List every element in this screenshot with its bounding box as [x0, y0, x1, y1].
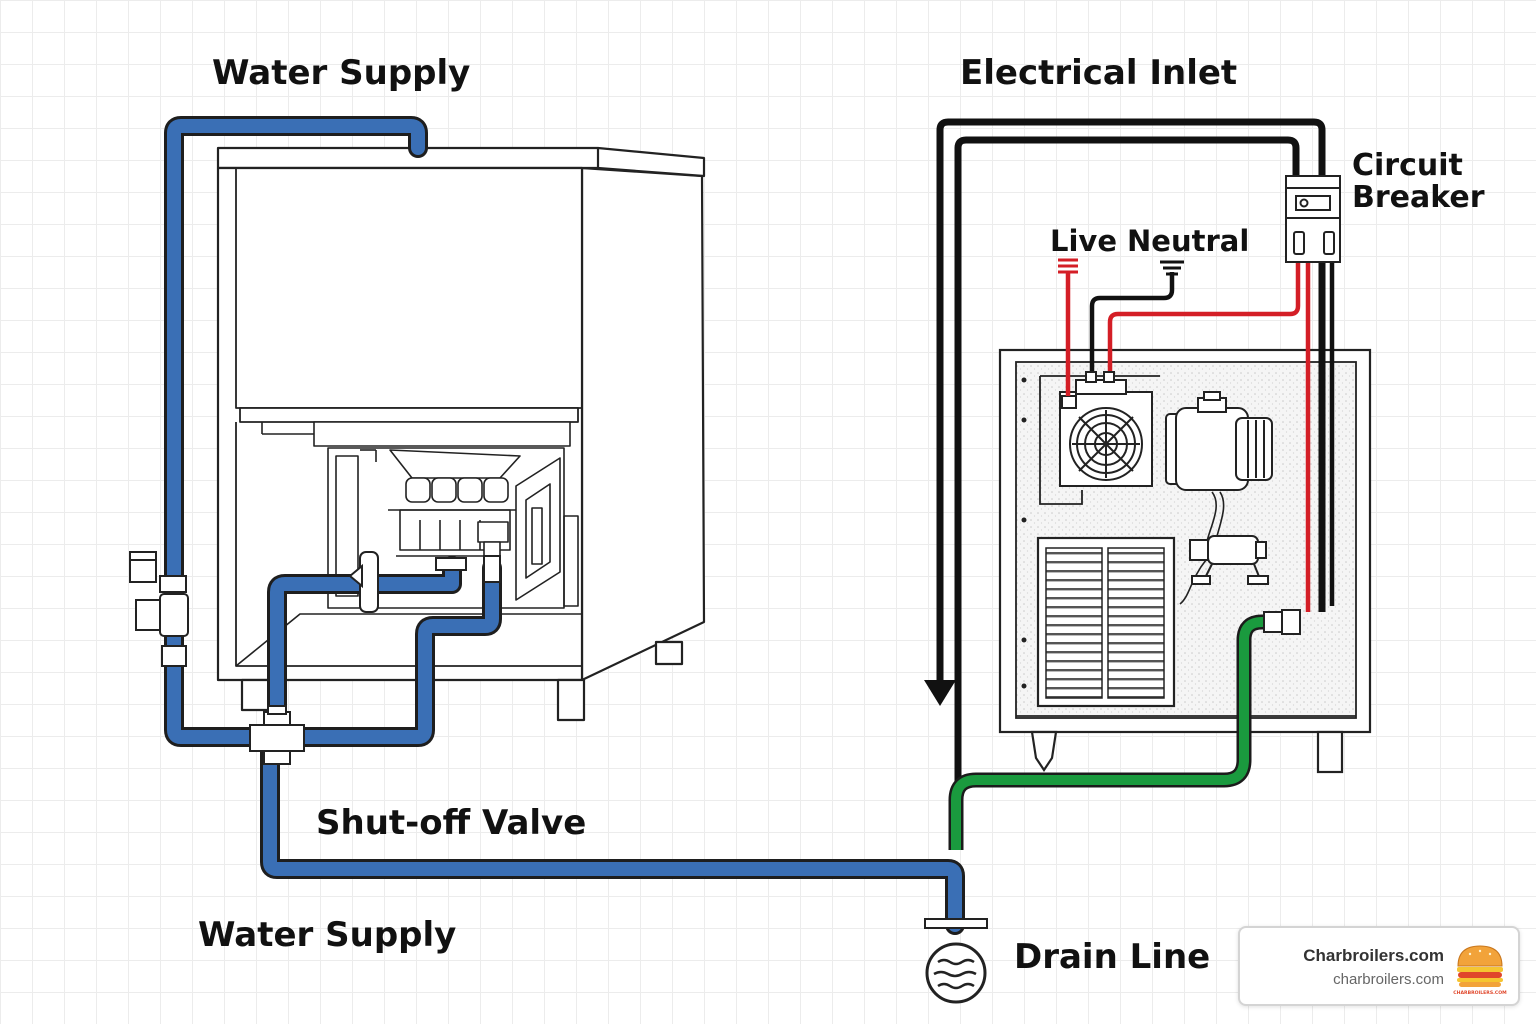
wire-symbols: [1058, 258, 1184, 276]
arrow-down-icon: [924, 680, 956, 706]
ice-maker-valve: [348, 551, 501, 613]
shutoff-valve: [249, 705, 305, 765]
brand-name: Charbroilers.com: [1303, 946, 1444, 965]
neutral-label: Neutral: [1127, 224, 1250, 258]
live-label: Live: [1050, 224, 1117, 258]
brand-card[interactable]: Charbroilers.com charbroilers.com CHARBR…: [1238, 926, 1520, 1006]
neutral-wire: [1089, 258, 1335, 606]
water-supply-label-top: Water Supply: [212, 53, 471, 93]
burger-logo-icon: CHARBROILERS.COM: [1453, 945, 1507, 996]
inline-valve: [129, 551, 189, 667]
terminal-block: [1075, 371, 1127, 395]
water-supply-pipe: [164, 116, 965, 935]
live-wire: [1065, 258, 1311, 612]
water-supply-label-bottom: Water Supply: [198, 915, 457, 955]
electrical-inlet-label: Electrical Inlet: [960, 53, 1238, 93]
electrical-inlet-cable: [924, 118, 1326, 850]
fan-unit: [1059, 391, 1153, 487]
brand-logo-text: CHARBROILERS.COM: [1453, 990, 1507, 996]
brand-url[interactable]: charbroilers.com: [1333, 971, 1444, 988]
circuit-breaker-label: Circuit Breaker: [1352, 148, 1485, 215]
drain-fitting: [924, 918, 988, 1004]
drain-line-label: Drain Line: [1014, 937, 1211, 977]
pump-component: [1179, 491, 1269, 605]
circuit-breaker: [1285, 175, 1341, 263]
compressor-motor: [1165, 391, 1273, 491]
drain-hose: [948, 609, 1301, 850]
shutoff-valve-label: Shut-off Valve: [316, 803, 587, 843]
